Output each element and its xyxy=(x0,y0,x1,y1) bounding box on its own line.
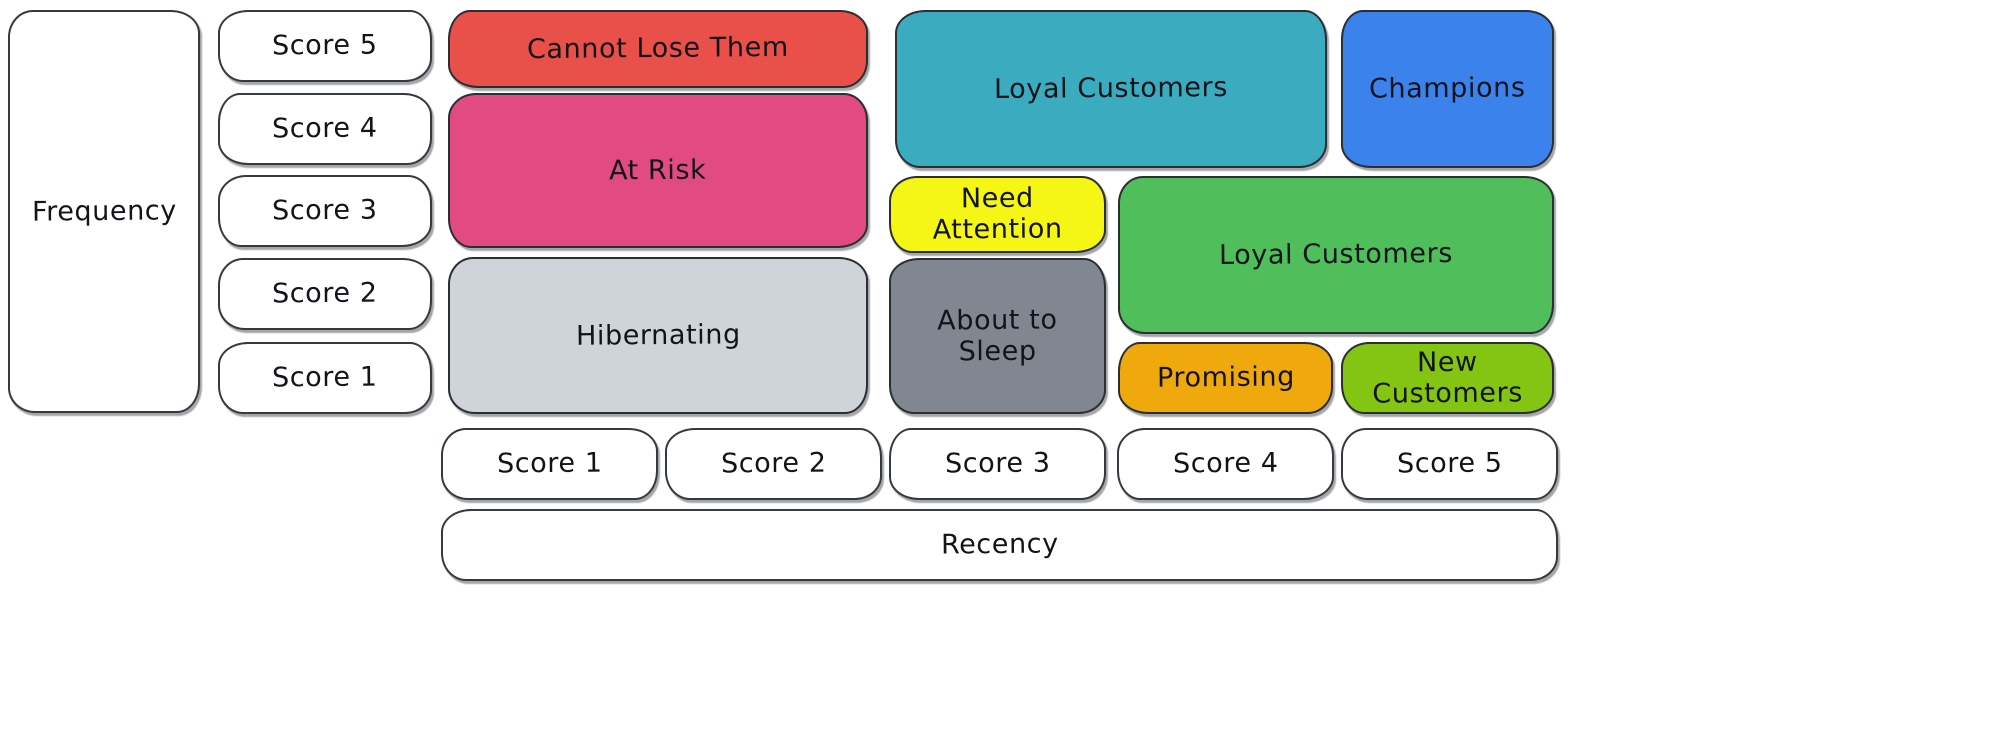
recency-score-2[interactable]: Score 2 xyxy=(665,428,882,500)
frequency-score-4[interactable]: Score 4 xyxy=(218,93,432,165)
segment-new-customers-label: New Customers xyxy=(1372,346,1524,410)
segment-at-risk[interactable]: At Risk xyxy=(448,93,868,248)
recency-score-3[interactable]: Score 3 xyxy=(889,428,1106,500)
frequency-score-3-label: Score 3 xyxy=(272,195,378,227)
segment-loyal-customers-green[interactable]: Loyal Customers xyxy=(1118,176,1554,334)
segment-hibernating[interactable]: Hibernating xyxy=(448,257,868,414)
frequency-score-2[interactable]: Score 2 xyxy=(218,258,432,330)
segment-about-to-sleep-label: About to Sleep xyxy=(937,304,1058,368)
segment-promising[interactable]: Promising xyxy=(1118,342,1333,414)
segment-champions-label: Champions xyxy=(1369,72,1526,106)
recency-score-4[interactable]: Score 4 xyxy=(1117,428,1334,500)
frequency-score-5-label: Score 5 xyxy=(272,30,378,62)
segment-hibernating-label: Hibernating xyxy=(575,319,741,352)
segment-need-attention-label: Need Attention xyxy=(932,183,1063,247)
segment-about-to-sleep[interactable]: About to Sleep xyxy=(889,258,1106,414)
segment-cannot-lose-them-label: Cannot Lose Them xyxy=(526,32,790,66)
segment-loyal-customers-teal-label: Loyal Customers xyxy=(993,72,1229,106)
segment-new-customers[interactable]: New Customers xyxy=(1341,342,1554,414)
frequency-score-5[interactable]: Score 5 xyxy=(218,10,432,82)
recency-score-4-label: Score 4 xyxy=(1172,448,1279,480)
axis-label-frequency: Frequency xyxy=(8,10,200,413)
recency-score-2-label: Score 2 xyxy=(720,448,827,480)
frequency-score-1-label: Score 1 xyxy=(272,362,378,394)
segment-need-attention[interactable]: Need Attention xyxy=(889,176,1106,253)
frequency-score-1[interactable]: Score 1 xyxy=(218,342,432,414)
segment-at-risk-label: At Risk xyxy=(609,154,707,187)
frequency-score-3[interactable]: Score 3 xyxy=(218,175,432,247)
axis-label-recency: Recency xyxy=(441,509,1558,581)
frequency-score-2-label: Score 2 xyxy=(272,278,378,310)
segment-champions[interactable]: Champions xyxy=(1341,10,1554,168)
axis-label-frequency-text: Frequency xyxy=(31,195,177,228)
segment-loyal-customers-green-label: Loyal Customers xyxy=(1218,238,1454,272)
segment-cannot-lose-them[interactable]: Cannot Lose Them xyxy=(448,10,868,88)
recency-score-1[interactable]: Score 1 xyxy=(441,428,658,500)
axis-label-recency-text: Recency xyxy=(940,528,1059,561)
segment-loyal-customers-teal[interactable]: Loyal Customers xyxy=(895,10,1327,168)
recency-score-3-label: Score 3 xyxy=(944,448,1051,480)
recency-score-1-label: Score 1 xyxy=(496,448,603,480)
recency-score-5[interactable]: Score 5 xyxy=(1341,428,1558,500)
recency-score-5-label: Score 5 xyxy=(1396,448,1503,480)
frequency-score-4-label: Score 4 xyxy=(272,113,378,145)
segment-promising-label: Promising xyxy=(1156,361,1295,395)
